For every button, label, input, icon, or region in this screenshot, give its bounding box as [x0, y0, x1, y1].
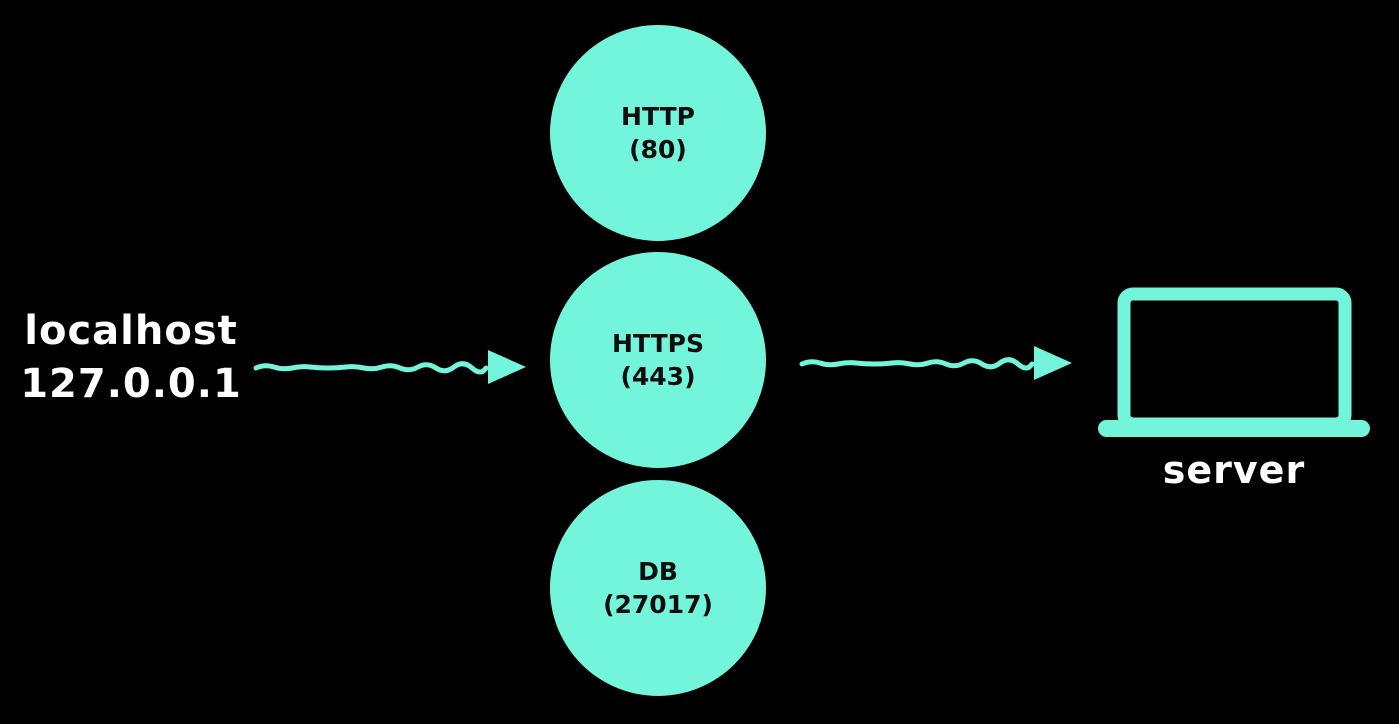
port-node-service: HTTPS [612, 329, 704, 358]
client-label: localhost 127.0.0.1 [20, 305, 242, 411]
server-label: server [1162, 448, 1306, 492]
arrow-right-icon [799, 346, 1072, 380]
arrow-shaft [799, 357, 1035, 371]
arrow-head [488, 350, 526, 384]
port-node-port: (80) [629, 135, 687, 164]
port-node-https: HTTPS (443) [550, 252, 766, 468]
port-node-db: DB (27017) [550, 480, 766, 696]
port-node-service: DB [638, 557, 678, 586]
client-hostname: localhost [24, 308, 238, 354]
laptop-screen [1117, 287, 1352, 431]
arrow-head [1034, 346, 1072, 380]
laptop-icon [1098, 287, 1370, 437]
port-node-port: (27017) [603, 590, 713, 619]
port-node-http: HTTP (80) [550, 25, 766, 241]
arrow-shaft [253, 361, 489, 375]
arrow-right-icon [253, 350, 526, 384]
port-node-port: (443) [620, 362, 696, 391]
laptop-base [1098, 420, 1370, 437]
client-ip: 127.0.0.1 [20, 360, 242, 407]
port-node-service: HTTP [621, 102, 695, 131]
